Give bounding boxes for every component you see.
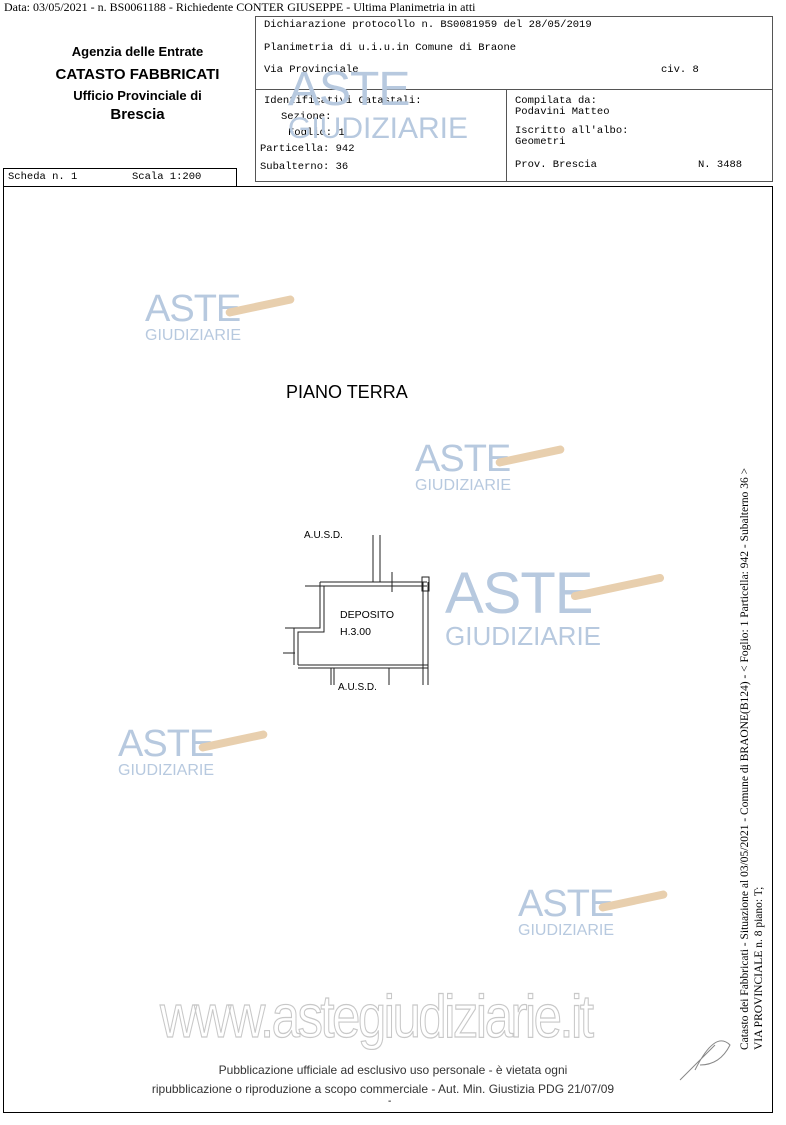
- watermark-giudiziarie: GIUDIZIARIE: [415, 477, 512, 494]
- foglio: Foglio: 1: [288, 127, 345, 139]
- scheda-box: Scheda n. 1 Scala 1:200: [3, 168, 237, 187]
- drawing-frame: [3, 186, 773, 1113]
- side-text-line1: Catasto dei Fabbricati - Situazione al 0…: [739, 467, 751, 1050]
- watermark-aste: ASTE: [288, 63, 410, 116]
- watermark-aste: ASTE: [118, 723, 214, 765]
- ausd-bottom: A.U.S.D.: [338, 682, 377, 693]
- floor-plan: [283, 535, 430, 685]
- albo-label: Iscritto all'albo:: [515, 125, 629, 137]
- watermark-giudiziarie: GIUDIZIARIE: [518, 922, 615, 939]
- divider: [506, 89, 507, 181]
- floor-title: PIANO TERRA: [286, 382, 408, 402]
- registration-number: N. 3488: [698, 159, 743, 171]
- civ: civ. 8: [661, 64, 699, 76]
- declaration-box: Dichiarazione protocollo n. BS0081959 de…: [255, 16, 773, 182]
- room-name: DEPOSITO: [340, 609, 395, 621]
- footer-dash: -: [388, 1096, 392, 1107]
- protocol: Dichiarazione protocollo n. BS0081959 de…: [264, 19, 592, 31]
- watermark-giudiziarie: GIUDIZIARIE: [118, 762, 215, 779]
- watermark-aste: ASTE: [518, 883, 614, 925]
- footer-line1: Pubblicazione ufficiale ad esclusivo uso…: [218, 1063, 568, 1077]
- room-height: H.3.00: [340, 626, 371, 638]
- divider: [256, 89, 772, 90]
- site-watermark: www.astegiudiziarie.it: [159, 982, 594, 1050]
- sezione: Sezione:: [281, 111, 332, 123]
- side-text-line2: VIA PROVINCIALE n. 8 piano: T;: [753, 886, 765, 1050]
- planimetria: Planimetria di u.i.u.in Comune di Braone: [264, 42, 517, 54]
- particella: Particella: 942: [260, 143, 355, 155]
- agency-line2: CATASTO FABBRICATI: [55, 66, 220, 83]
- watermark-giudiziarie: GIUDIZIARIE: [145, 327, 242, 344]
- agency-line1: Agenzia delle Entrate: [71, 44, 204, 59]
- compiler-label: Compilata da:: [515, 95, 597, 107]
- watermark-giudiziarie: GIUDIZIARIE: [288, 112, 469, 145]
- subalterno: Subalterno: 36: [260, 161, 349, 173]
- albo: Geometri: [515, 136, 566, 148]
- ausd-top: A.U.S.D.: [304, 530, 343, 541]
- watermark-aste: ASTE: [145, 288, 241, 330]
- agency-line4: Brescia: [110, 106, 165, 123]
- footer-line2: ripubblicazione o riproduzione a scopo c…: [151, 1082, 615, 1096]
- scheda: Scheda n. 1: [8, 171, 78, 183]
- header-line: Data: 03/05/2021 - n. BS0061188 - Richie…: [4, 0, 476, 14]
- agency-line3: Ufficio Provinciale di: [73, 88, 202, 103]
- watermark-giudiziarie: GIUDIZIARIE: [445, 621, 602, 651]
- scala: Scala 1:200: [132, 171, 202, 183]
- watermark-aste: ASTE: [445, 561, 593, 626]
- side-text: Catasto dei Fabbricati - Situazione al 0…: [738, 340, 766, 1050]
- identifiers-title: Identificativi Catastali:: [264, 95, 422, 107]
- signature-logo-icon: [679, 1040, 731, 1081]
- prov: Prov. Brescia: [515, 159, 597, 171]
- watermark-aste: ASTE: [415, 438, 511, 480]
- via: Via Provinciale: [264, 64, 359, 76]
- compiler-name: Podavini Matteo: [515, 106, 610, 118]
